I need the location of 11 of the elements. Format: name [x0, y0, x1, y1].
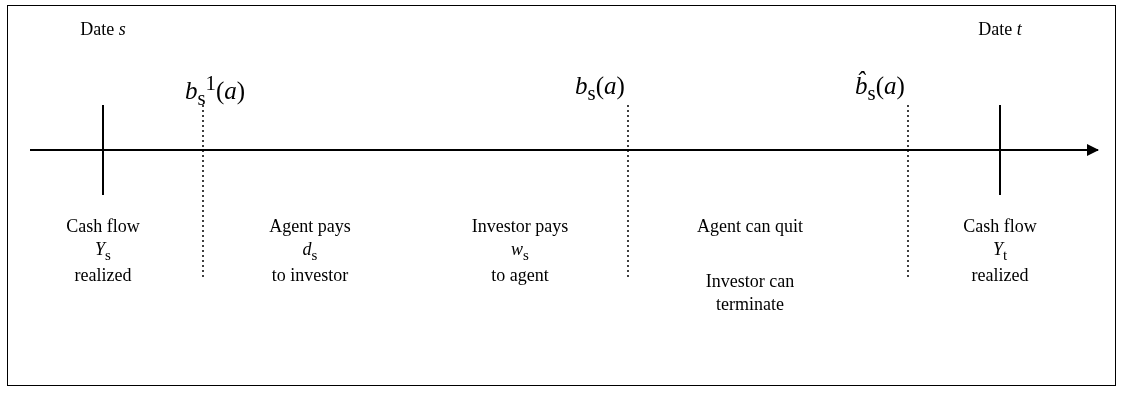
date-label: Date s — [80, 18, 126, 41]
event-text: Cash flow Y$_{s}$ realized — [66, 215, 140, 287]
threshold-label: b$_{s}$$^{1}$(a) — [184, 70, 246, 112]
date-label: Date t — [978, 18, 1022, 41]
threshold-label: b$_{s}$(a) — [575, 71, 625, 107]
event-text: Investor can terminate — [704, 270, 796, 315]
event-text: Agent pays d$_{s}$ to investor — [269, 215, 351, 287]
event-text: Cash flow Y$_{t}$ realized — [963, 215, 1037, 287]
event-text: Agent can quit — [697, 215, 803, 238]
event-text: Investor pays w$_{s}$ to agent — [471, 215, 569, 287]
threshold-label: b̂$_{s}$(a) — [855, 70, 905, 107]
